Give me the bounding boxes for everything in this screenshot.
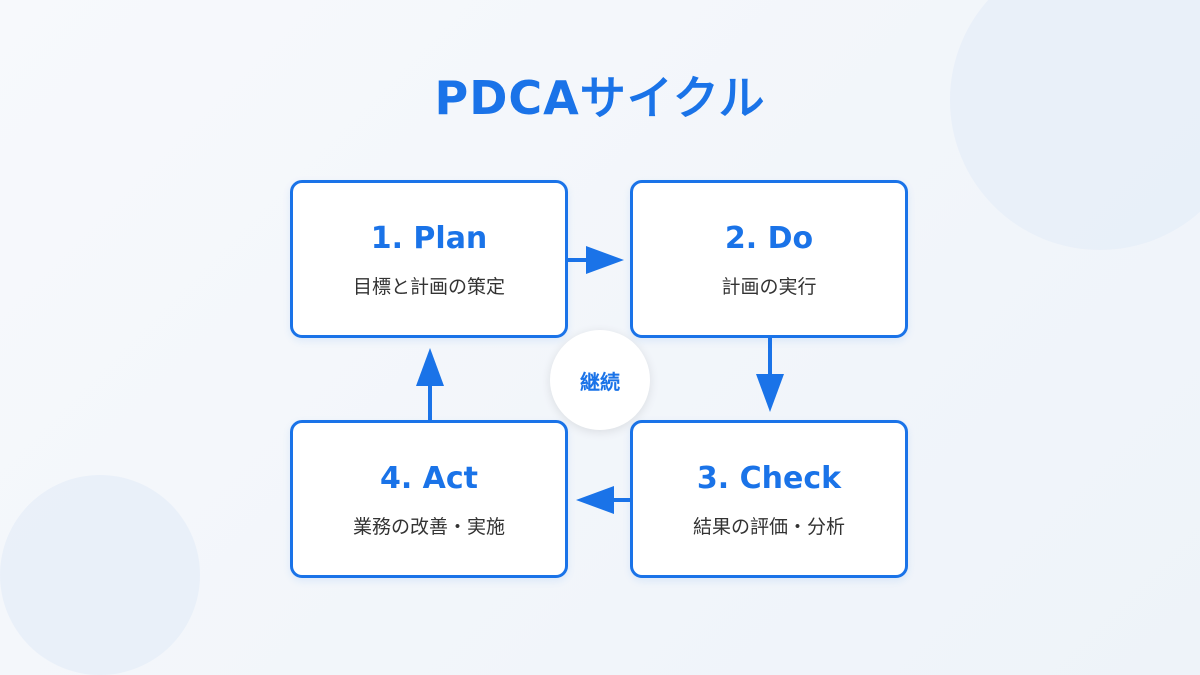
- step-description: 計画の実行: [721, 276, 817, 298]
- arrow-do-to-check: [756, 338, 784, 412]
- arrow-act-to-plan: [416, 348, 444, 420]
- step-heading: 2. Do: [724, 221, 814, 256]
- step-card-check: 3. Check 結果の評価・分析: [630, 420, 908, 578]
- center-continue-badge: 継続: [550, 330, 650, 430]
- step-heading: 1. Plan: [370, 221, 488, 256]
- step-card-do: 2. Do 計画の実行: [630, 180, 908, 338]
- arrow-plan-to-do: [568, 246, 624, 274]
- step-card-plan: 1. Plan 目標と計画の策定: [290, 180, 568, 338]
- decorative-circle-bottom-left: [0, 475, 200, 675]
- step-description: 結果の評価・分析: [692, 516, 845, 538]
- step-card-act: 4. Act 業務の改善・実施: [290, 420, 568, 578]
- step-heading: 3. Check: [696, 461, 842, 496]
- step-heading: 4. Act: [379, 461, 479, 496]
- step-description: 業務の改善・実施: [352, 516, 505, 538]
- center-label: 継続: [580, 369, 620, 394]
- diagram-title: PDCAサイクル: [434, 71, 766, 125]
- step-description: 目標と計画の策定: [352, 276, 505, 298]
- arrow-check-to-act: [576, 486, 632, 514]
